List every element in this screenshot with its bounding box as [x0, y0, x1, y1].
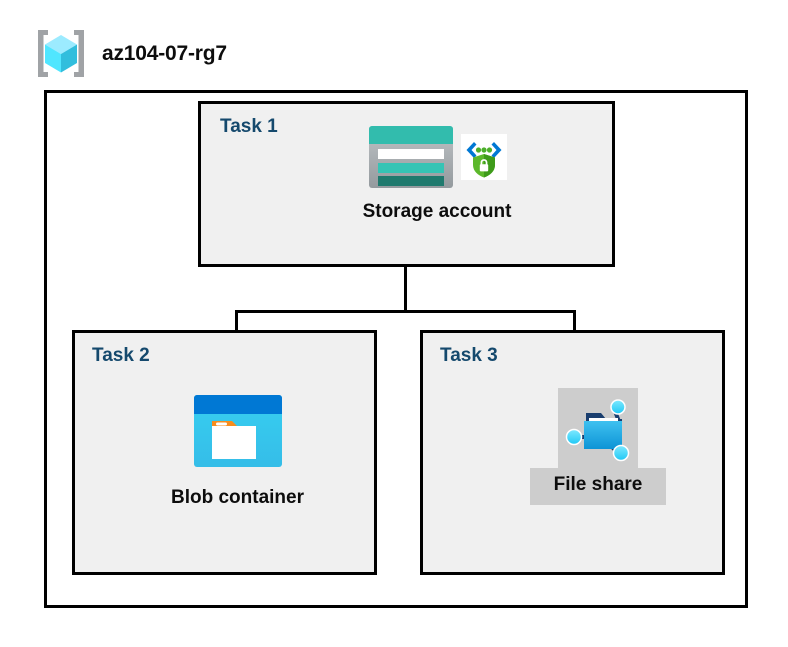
file-share-icon	[565, 399, 630, 462]
storage-account-icon-row	[367, 122, 507, 192]
file-share-caption-highlight-plate: File share	[529, 468, 667, 505]
resource-group-title: az104-07-rg7	[102, 41, 227, 65]
storage-account-icon	[369, 126, 453, 188]
task-2-label: Task 2	[92, 345, 150, 366]
node-file-share[interactable]: File share	[508, 388, 688, 505]
file-share-icon-highlight-plate	[558, 388, 638, 468]
blob-container-caption: Blob container	[170, 487, 304, 508]
storage-account-caption: Storage account	[362, 201, 512, 222]
task-1-label: Task 1	[220, 116, 278, 137]
blob-container-icon	[193, 395, 282, 467]
azure-resource-group-icon	[38, 30, 84, 77]
resource-group-header: az104-07-rg7	[32, 26, 227, 81]
file-share-caption: File share	[553, 474, 643, 495]
connector-horizontal-branch	[235, 310, 576, 313]
node-storage-account[interactable]: Storage account	[347, 122, 527, 223]
node-blob-container[interactable]: Blob container	[150, 393, 325, 509]
secure-endpoint-shield-icon	[461, 134, 507, 180]
connector-storage-trunk	[404, 264, 407, 312]
task-3-label: Task 3	[440, 345, 498, 366]
